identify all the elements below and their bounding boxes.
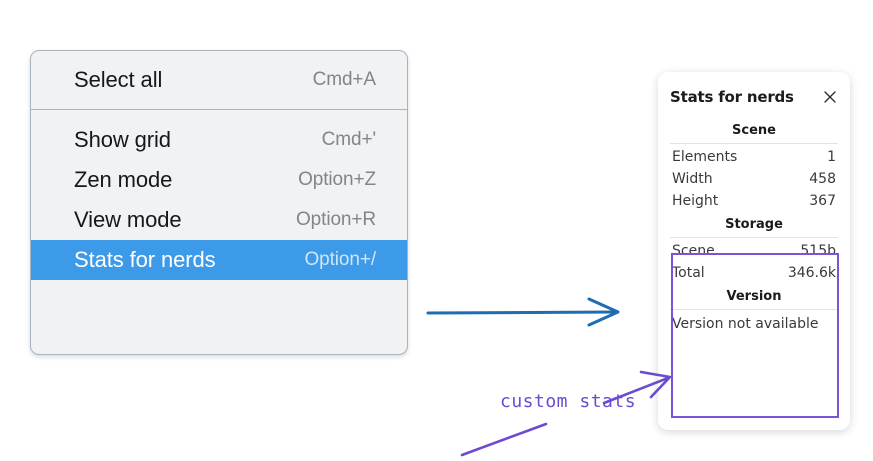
menu-item-shortcut: Cmd+A: [312, 69, 376, 90]
stat-value: 458: [809, 171, 836, 187]
menu-item-label: Stats for nerds: [74, 247, 216, 272]
menu-item-shortcut: Cmd+': [321, 129, 376, 150]
stat-label: Total: [672, 265, 705, 281]
panel-title: Stats for nerds: [670, 88, 794, 106]
menu-item-shortcut: Option+/: [304, 249, 376, 270]
stats-for-nerds-panel: Stats for nerds Scene Elements 1 Width 4…: [658, 72, 850, 430]
blue-arrow: [426, 297, 620, 327]
section-heading: Scene: [732, 123, 776, 138]
section-divider: [670, 309, 838, 310]
menu-item-shortcut: Option+Z: [298, 169, 376, 190]
version-text: Version not available: [672, 316, 819, 332]
menu-item-label: Zen mode: [74, 167, 173, 192]
section-heading: Version: [726, 289, 782, 304]
stat-label: Height: [672, 193, 719, 209]
section-version: Version Version not available: [670, 284, 838, 336]
menu-group-primary: Select all Cmd+A: [31, 51, 407, 110]
stat-value: 367: [809, 193, 836, 209]
canvas-context-menu[interactable]: Select all Cmd+A Show grid Cmd+' Zen mod…: [30, 50, 408, 355]
menu-item-label: Show grid: [74, 127, 171, 152]
close-icon[interactable]: [822, 89, 838, 105]
section-divider: [670, 237, 838, 238]
stat-label: Width: [672, 171, 713, 187]
section-heading: Storage: [725, 217, 783, 232]
menu-separator: [31, 109, 407, 110]
stat-label: Elements: [672, 149, 738, 165]
stat-row: Total 346.6k: [670, 262, 838, 284]
stat-value: 1: [827, 149, 836, 165]
menu-item-stats-for-nerds[interactable]: Stats for nerds Option+/: [31, 240, 407, 280]
stat-value: 515b: [800, 243, 836, 259]
menu-item-select-all[interactable]: Select all Cmd+A: [31, 60, 407, 100]
purple-underline-stroke: [460, 422, 548, 457]
menu-item-label: View mode: [74, 207, 182, 232]
section-divider: [670, 143, 838, 144]
stat-label: Scene: [672, 243, 715, 259]
stat-row: Scene 515b: [670, 240, 838, 262]
custom-stats-annotation-label: custom stats: [500, 391, 637, 412]
menu-item-zen-mode[interactable]: Zen mode Option+Z: [31, 160, 407, 200]
section-scene: Scene Elements 1 Width 458 Height 367: [670, 118, 838, 212]
menu-item-view-mode[interactable]: View mode Option+R: [31, 200, 407, 240]
menu-group-secondary: Show grid Cmd+' Zen mode Option+Z View m…: [31, 110, 407, 291]
stat-row: Elements 1: [670, 146, 838, 168]
menu-item-shortcut: Option+R: [296, 209, 376, 230]
section-storage: Storage Scene 515b Total 346.6k: [670, 212, 838, 284]
stat-row: Width 458: [670, 168, 838, 190]
stat-value: 346.6k: [787, 265, 836, 281]
stat-row: Height 367: [670, 190, 838, 212]
panel-header: Stats for nerds: [670, 72, 838, 118]
menu-item-label: Select all: [74, 67, 163, 92]
menu-item-show-grid[interactable]: Show grid Cmd+': [31, 120, 407, 160]
